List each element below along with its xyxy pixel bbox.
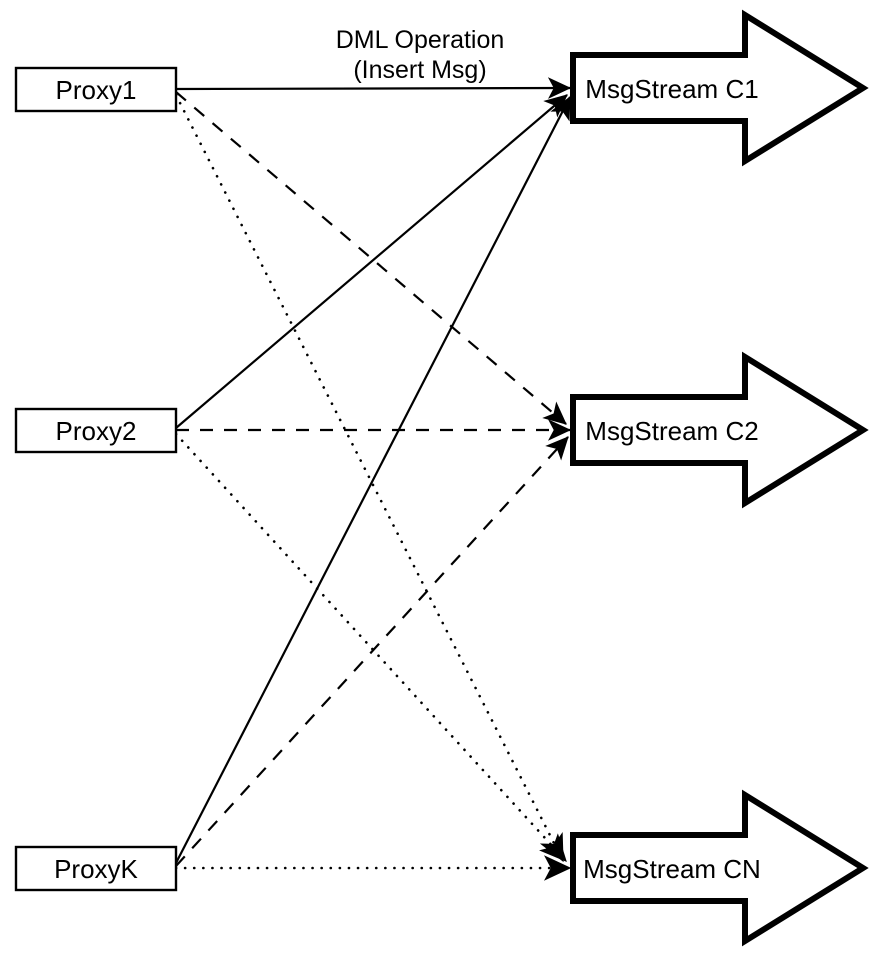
proxy-node-proxyk[interactable]: ProxyK: [14, 845, 178, 892]
edge-proxyk-to-stream-c2: [175, 436, 569, 867]
proxy-box-rect: [14, 66, 178, 113]
edge-proxy1-to-stream-c1: [175, 77, 572, 99]
proxy-label: ProxyK: [54, 854, 138, 884]
stream-node-cn[interactable]: MsgStream CN: [570, 789, 869, 947]
operation-annotation: DML Operation (Insert Msg): [336, 26, 505, 84]
stream-label: MsgStream C1: [585, 74, 758, 104]
edge-proxy1-to-stream-c2: [175, 91, 567, 425]
operation-label-line1: DML Operation: [336, 26, 505, 54]
proxy-label: Proxy2: [56, 416, 137, 446]
edge-proxy1-to-stream-cn: [174, 93, 565, 863]
stream-label: MsgStream CN: [583, 854, 761, 884]
stream-node-c2[interactable]: MsgStream C2: [570, 351, 869, 509]
edge-proxy2-to-stream-c1: [175, 94, 568, 429]
block-arrow-icon: [570, 789, 869, 947]
proxy-label: Proxy1: [56, 75, 137, 105]
block-arrow-icon: [570, 351, 869, 509]
edge-layer: [174, 77, 572, 881]
proxy-box-rect: [14, 845, 178, 892]
proxy-node-proxy2[interactable]: Proxy2: [14, 407, 178, 454]
stream-label: MsgStream C2: [585, 416, 758, 446]
proxy-node-proxy1[interactable]: Proxy1: [14, 66, 178, 113]
block-arrow-icon: [570, 9, 869, 167]
edge-proxy2-to-stream-cn: [174, 432, 568, 863]
proxy-box-rect: [14, 407, 178, 454]
operation-label-line2: (Insert Msg): [353, 56, 486, 84]
stream-node-c1[interactable]: MsgStream C1: [570, 9, 869, 167]
edge-proxyk-to-stream-c1: [175, 96, 571, 864]
